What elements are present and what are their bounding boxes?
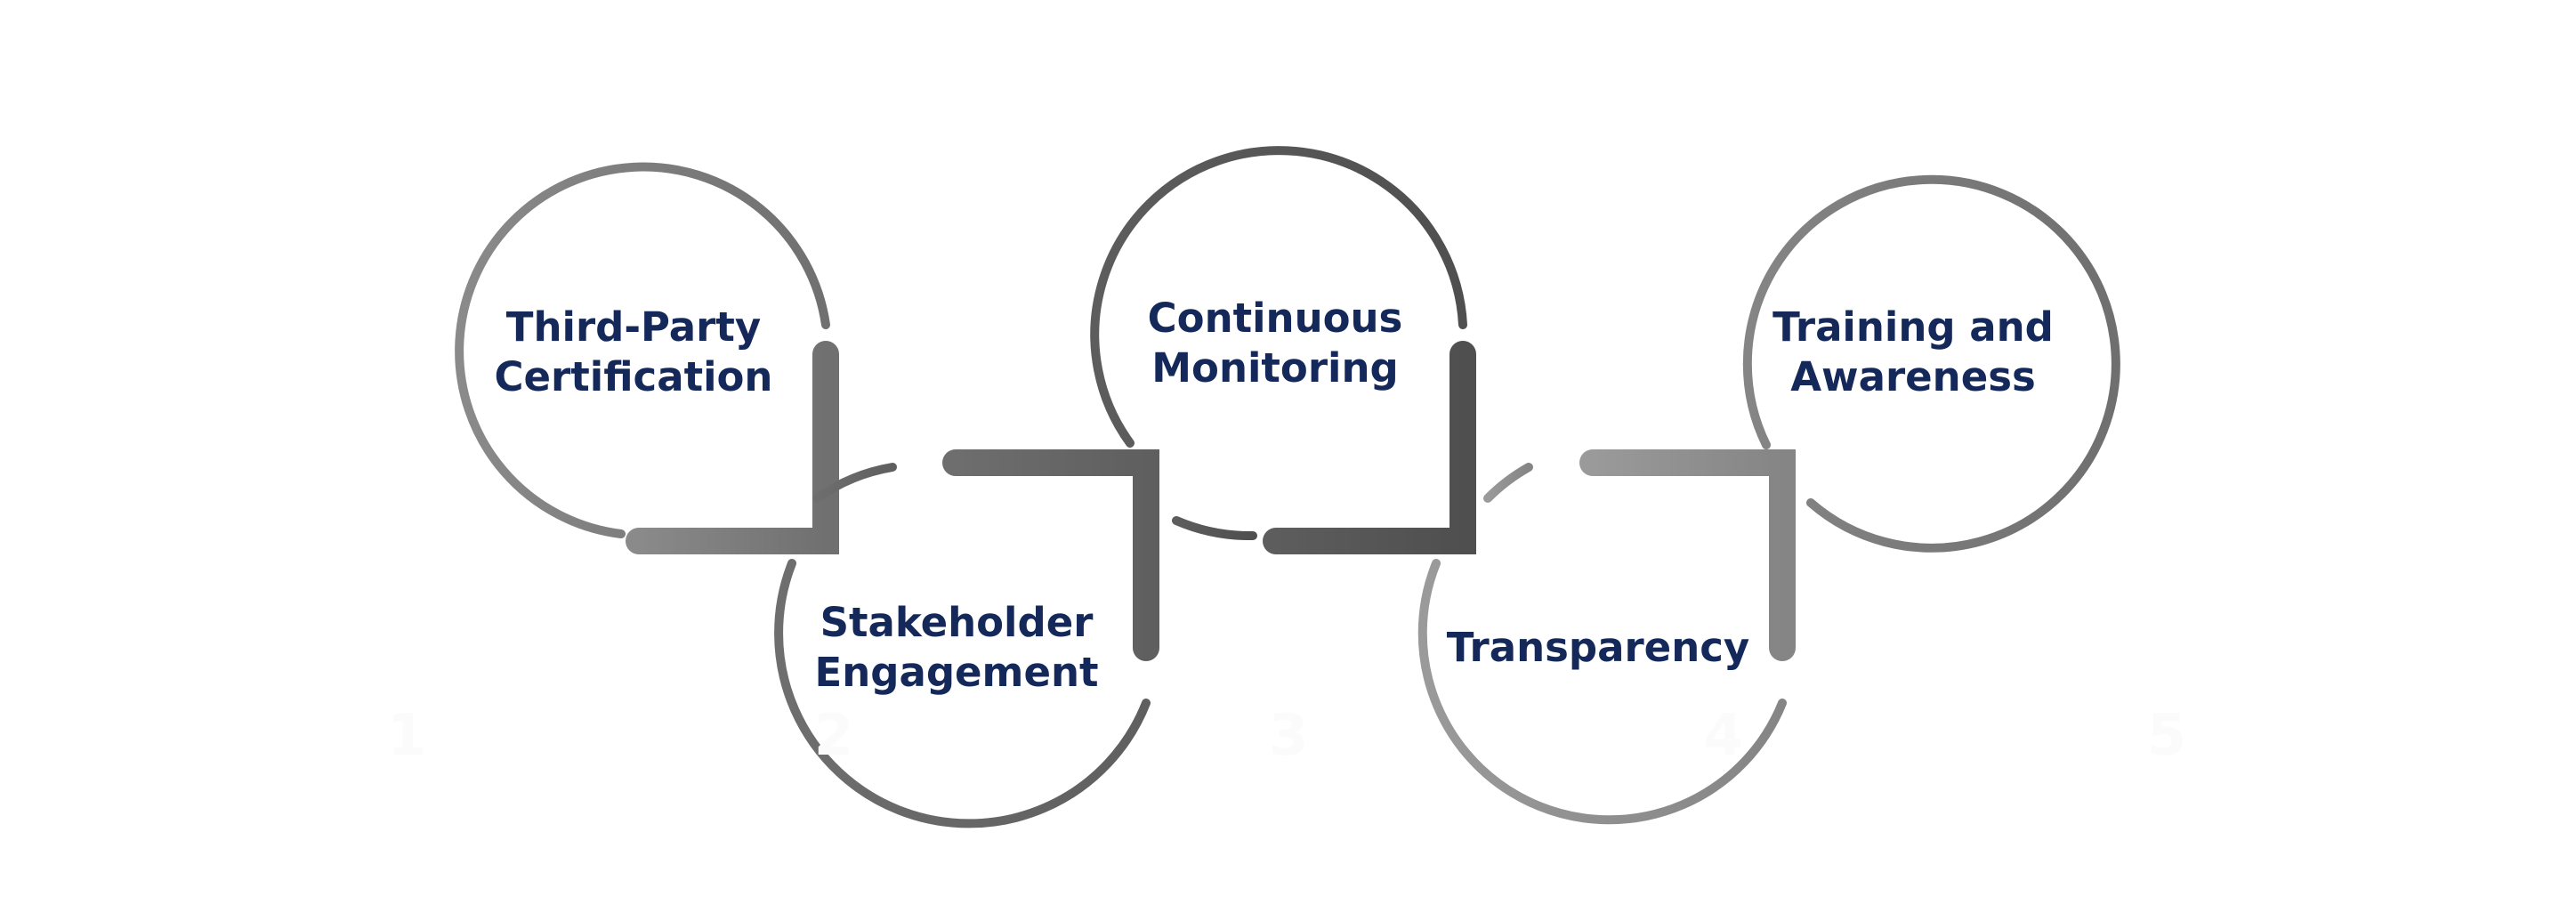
stage-2-number: 2	[813, 703, 854, 769]
stage-5-number: 5	[2146, 703, 2187, 769]
stage-3-label: Continuous Monitoring	[1147, 295, 1403, 392]
stage-3-ring	[1090, 146, 1476, 554]
stage-4-label: Transparency	[1446, 624, 1750, 671]
stage-1-number: 1	[386, 703, 427, 769]
stage-5-label: Training and Awareness	[1773, 303, 2054, 400]
stage-4-ring	[1417, 449, 1796, 825]
stage-4-number: 4	[1703, 703, 1744, 769]
stage-3-number: 3	[1268, 703, 1309, 769]
stage-1-ring	[455, 162, 839, 554]
stage-2-ring	[774, 449, 1159, 828]
stage-5-ring	[1742, 174, 2120, 553]
stage-2-label: Stakeholder Engagement	[814, 599, 1099, 696]
stage-1-label: Third-Party Certification	[494, 303, 773, 400]
